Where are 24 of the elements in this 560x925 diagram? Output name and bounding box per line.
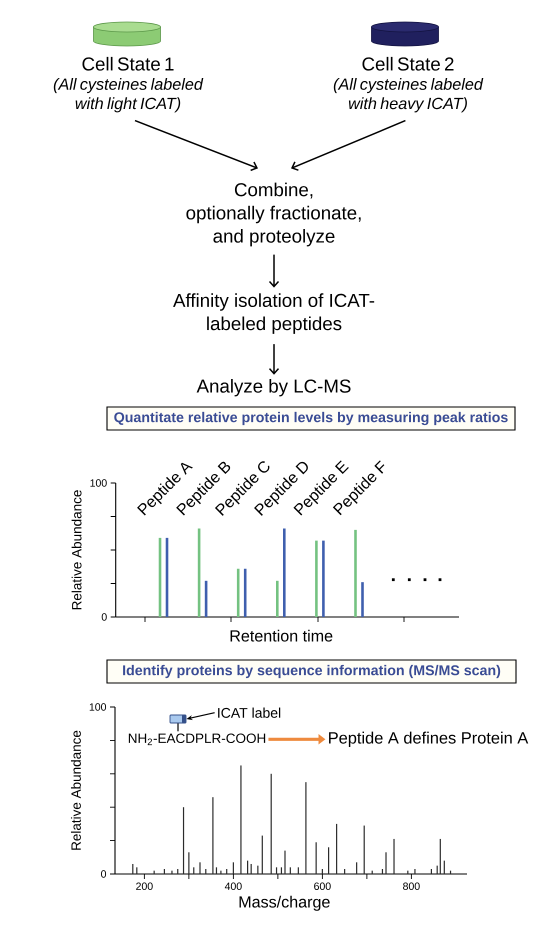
y-tick-label: 100 bbox=[90, 703, 106, 711]
y-axis-title: Relative Abundance bbox=[70, 730, 81, 850]
callout-text: ICAT label bbox=[218, 708, 280, 718]
step-label: Analyze by LC-MS bbox=[196, 379, 351, 396]
cell-state-label: Cell State 2 (All cysteines labeled with heavy ICAT) bbox=[334, 56, 484, 112]
section-header-box: Quantitate relative protein levels by measuring peak ratios bbox=[106, 406, 516, 431]
section-header-box: Identify proteins by sequence information (MS/MS scan) bbox=[106, 659, 517, 684]
x-tick-label: 200 bbox=[136, 882, 153, 890]
result-text: Peptide A defines Protein A bbox=[329, 732, 528, 747]
x-tick-label: 800 bbox=[403, 882, 420, 890]
arrow bbox=[268, 254, 280, 288]
arrow bbox=[134, 120, 258, 172]
y-tick-label: 0 bbox=[101, 870, 106, 878]
x-tick-label: 400 bbox=[224, 882, 242, 890]
arrow bbox=[291, 120, 406, 171]
x-tick-label: 600 bbox=[314, 882, 331, 890]
step-label: Affinity isolation of ICAT-labeled peptides bbox=[173, 293, 374, 334]
step-label: Combine, optionally fractionate, and proteolyze bbox=[186, 182, 361, 246]
tag-icon bbox=[170, 714, 186, 724]
x-axis-title: Mass/charge bbox=[240, 896, 330, 911]
cell-state-label: Cell State 1 (All cysteines labeled with light ICAT) bbox=[54, 56, 204, 112]
connector-line bbox=[177, 723, 179, 732]
peptide-sequence: NH$_{2}$-EACDPLR-COOH bbox=[128, 734, 266, 746]
arrow bbox=[268, 344, 280, 375]
